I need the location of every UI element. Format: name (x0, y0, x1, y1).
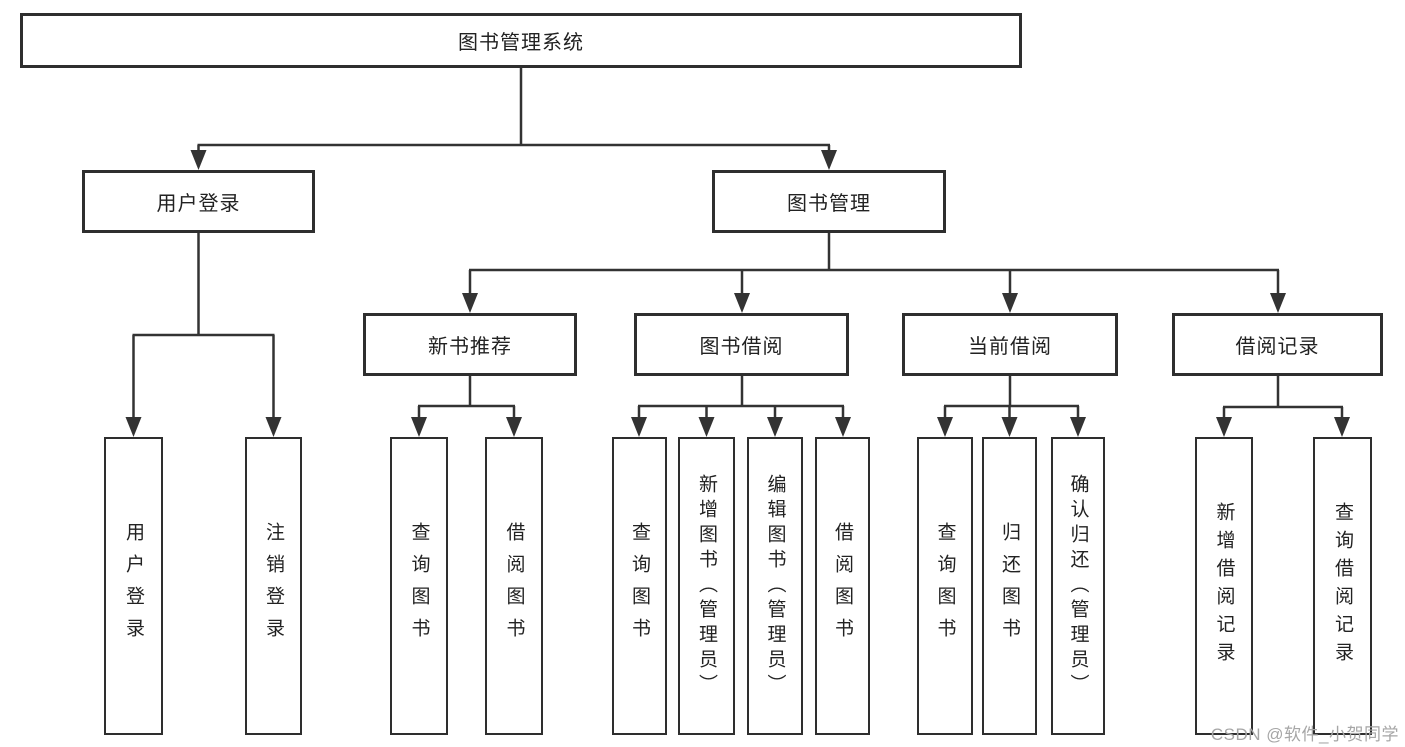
node-label: 图书管理 (787, 193, 871, 215)
node-return-books: 归还图书 (982, 437, 1037, 735)
node-add-borrow-record: 新增借阅记录 (1195, 437, 1253, 735)
node-label: 图书管理系统 (458, 32, 584, 54)
node-label: 借阅图书 (503, 522, 525, 650)
node-query-books: 查询图书 (612, 437, 667, 735)
node-label: 查询图书 (934, 522, 956, 650)
node-confirm-return-admin: 确认归还（管理员） (1051, 437, 1105, 735)
node-query-books: 查询图书 (917, 437, 973, 735)
node-label: 新书推荐 (428, 336, 512, 358)
node-book-management: 图书管理 (712, 170, 946, 233)
node-borrow-records: 借阅记录 (1172, 313, 1383, 376)
node-label: 新增图书（管理员） (696, 473, 717, 699)
node-logout: 注销登录 (245, 437, 302, 735)
node-library-management-system: 图书管理系统 (20, 13, 1022, 68)
node-label: 确认归还（管理员） (1067, 473, 1089, 699)
node-query-borrow-record: 查询借阅记录 (1313, 437, 1372, 735)
arrowheads (125, 150, 1350, 437)
node-user-login-leaf: 用户登录 (104, 437, 163, 735)
node-query-books: 查询图书 (390, 437, 448, 735)
node-label: 新增借阅记录 (1213, 502, 1235, 670)
node-label: 用户登录 (156, 193, 241, 215)
node-label: 查询借阅记录 (1332, 502, 1353, 670)
node-label: 归还图书 (999, 522, 1020, 650)
node-book-borrow: 图书借阅 (634, 313, 849, 376)
node-new-book-recommend: 新书推荐 (363, 313, 577, 376)
csdn-watermark: CSDN @软件_小贺同学 (1210, 725, 1399, 744)
node-label: 图书借阅 (699, 336, 784, 358)
node-label: 当前借阅 (968, 336, 1052, 358)
node-current-borrow: 当前借阅 (902, 313, 1118, 376)
node-add-books-admin: 新增图书（管理员） (678, 437, 735, 735)
node-label: 查询图书 (408, 522, 430, 650)
tree-edges (132, 68, 1344, 419)
node-borrow-books: 借阅图书 (815, 437, 870, 735)
node-borrow-books: 借阅图书 (485, 437, 543, 735)
node-label: 借阅图书 (832, 522, 853, 650)
node-user-login: 用户登录 (82, 170, 315, 233)
node-label: 查询图书 (629, 522, 650, 650)
node-label: 借阅记录 (1235, 336, 1320, 358)
node-label: 注销登录 (263, 522, 284, 650)
node-edit-books-admin: 编辑图书（管理员） (747, 437, 803, 735)
node-label: 用户登录 (123, 522, 144, 650)
node-label: 编辑图书（管理员） (764, 473, 786, 699)
